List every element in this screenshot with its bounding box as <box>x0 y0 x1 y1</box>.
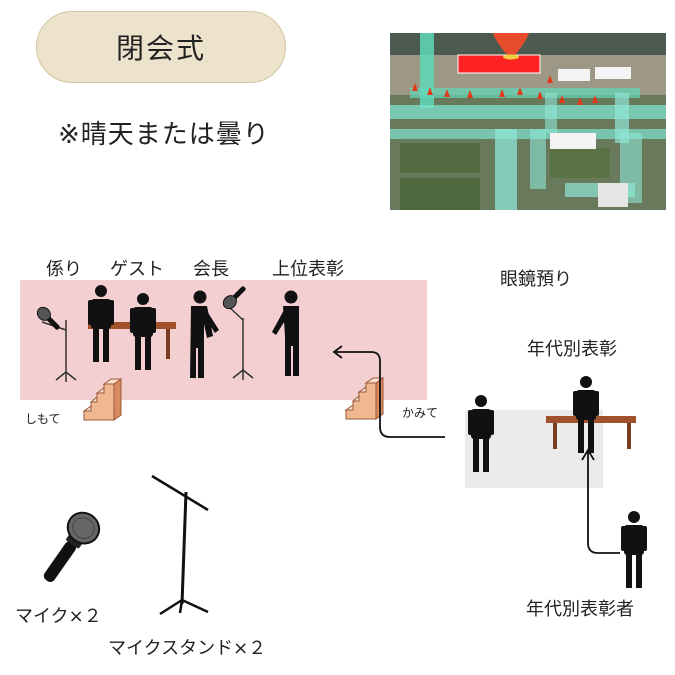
guest-person-icon <box>130 293 156 370</box>
stairs-stage-left <box>83 378 122 421</box>
label-mic: マイク×２ <box>15 606 102 627</box>
map-pin-icon <box>492 33 530 60</box>
mic-icon-left <box>36 306 60 330</box>
entry-arrow-stage-right <box>332 345 445 438</box>
age-awardee-person-icon <box>621 511 647 588</box>
title-badge: 閉会式 <box>36 11 286 83</box>
top-award-person-icon <box>272 290 299 376</box>
age-award-presenter-icon <box>573 376 599 453</box>
mic-stand-chairman <box>227 305 254 381</box>
label-stage-left: しもて <box>25 412 61 426</box>
label-staff: 係り <box>46 259 82 280</box>
staff-person-icon <box>88 285 114 362</box>
page-title: 閉会式 <box>115 32 206 65</box>
weather-note: ※晴天または曇り <box>58 120 270 150</box>
chairman-person-icon <box>190 290 219 378</box>
map-graphic <box>390 33 666 210</box>
mic-stand-left <box>41 319 77 383</box>
stage-area <box>20 280 427 400</box>
waiting-person-icon <box>468 395 494 472</box>
microphone-icon <box>43 511 101 582</box>
mic-icon-chairman <box>222 286 246 310</box>
venue-aerial-map <box>390 33 666 210</box>
label-age-award: 年代別表彰 <box>527 339 617 360</box>
label-mic-stand: マイクスタンド×２ <box>108 638 267 659</box>
label-top-award: 上位表彰 <box>272 259 344 280</box>
label-glasses-check: 眼鏡預り <box>500 269 572 290</box>
stairs-stage-right <box>345 377 384 420</box>
awardee-arrow <box>581 448 620 554</box>
label-stage-right: かみて <box>402 406 439 420</box>
label-guest: ゲスト <box>110 259 164 280</box>
label-age-awardee: 年代別表彰者 <box>526 599 634 620</box>
mic-stand-icon <box>151 474 209 616</box>
label-chairman: 会長 <box>193 259 229 280</box>
